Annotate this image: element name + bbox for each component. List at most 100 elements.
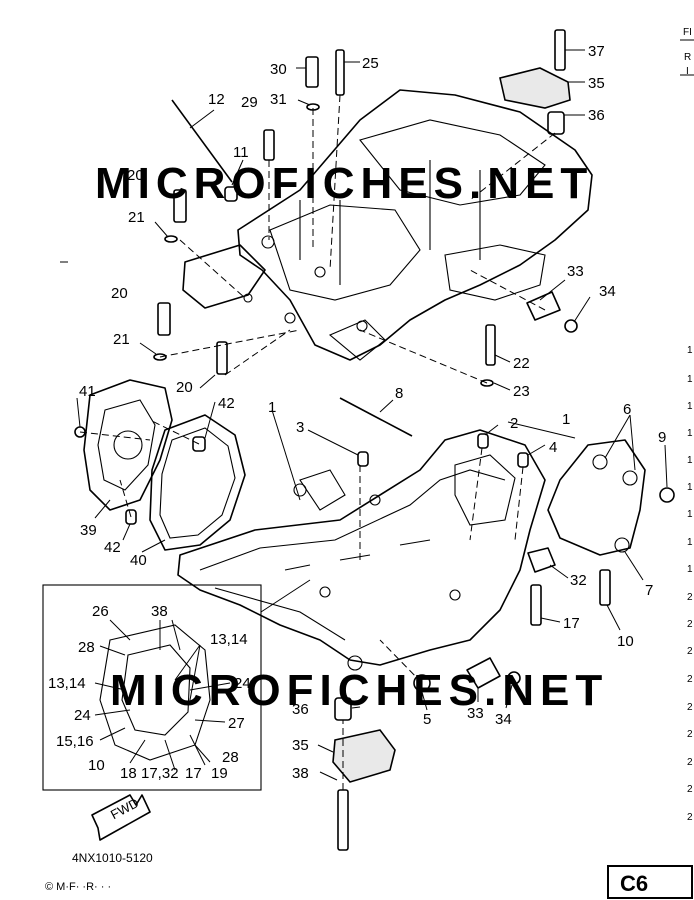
callout-28-b: 28 [222, 749, 239, 766]
callout-21-a: 21 [128, 209, 145, 226]
right-index: 2 [687, 646, 693, 657]
collar-top [547, 111, 565, 135]
side-cover [83, 379, 173, 511]
callout-24-a: 24 [234, 675, 251, 692]
right-header-2: I [686, 66, 689, 77]
callout-29: 29 [241, 94, 258, 111]
callout-1314-b: 13,14 [48, 675, 86, 692]
callout-26: 26 [92, 603, 109, 620]
callout-33-a: 33 [567, 263, 584, 280]
right-index: 1 [687, 482, 693, 493]
callout-19: 19 [211, 765, 228, 782]
right-index: 1 [687, 509, 693, 520]
callout-42-b: 42 [104, 539, 121, 556]
callout-40: 40 [130, 552, 147, 569]
callout-35: 35 [588, 75, 605, 92]
callout-4: 4 [549, 439, 557, 456]
right-index: 1 [687, 345, 693, 356]
callout-37: 37 [588, 43, 605, 60]
right-index: 2 [687, 619, 693, 630]
alignment-lines [79, 94, 556, 790]
leader-lines [76, 49, 668, 781]
callout-7: 7 [645, 582, 653, 599]
inset-detail [42, 261, 311, 791]
mount-cushion-top [499, 67, 571, 109]
callout-5: 5 [423, 711, 431, 728]
watermark-bottom: MICROFICHES.NET [110, 666, 608, 715]
callout-20-b: 20 [111, 285, 128, 302]
callout-3: 3 [296, 419, 304, 436]
callout-1-b: 1 [562, 411, 570, 428]
callout-28-a: 28 [78, 639, 95, 656]
callout-18: 18 [120, 765, 137, 782]
right-index: 1 [687, 455, 693, 466]
right-index: 2 [687, 784, 693, 795]
callout-10-inset: 10 [88, 757, 105, 774]
right-index: 2 [687, 757, 693, 768]
model-code: 4NX1010-5120 [72, 851, 153, 865]
callout-36: 36 [588, 107, 605, 124]
callout-2: 2 [510, 415, 518, 432]
callout-30: 30 [270, 61, 287, 78]
watermark-top: MICROFICHES.NET [95, 159, 593, 208]
callout-10: 10 [617, 633, 634, 650]
right-index: 1 [687, 564, 693, 575]
callout-41: 41 [79, 383, 96, 400]
callouts: 37 35 36 30 25 12 29 31 11 20 21 20 21 2… [48, 43, 666, 782]
fwd-label: FWD [108, 795, 141, 822]
callout-20-a: 20 [127, 167, 144, 184]
callout-11: 11 [233, 144, 249, 161]
callout-35-b: 35 [292, 737, 309, 754]
right-index: 1 [687, 374, 693, 385]
callout-1-a: 1 [268, 399, 276, 416]
callout-39: 39 [80, 522, 97, 539]
callout-17-inset: 17 [185, 765, 202, 782]
callout-34-b: 34 [495, 711, 512, 728]
mount-cushion-bottom [332, 729, 396, 783]
callout-1516: 15,16 [56, 733, 94, 750]
right-header-0: FI [683, 27, 692, 38]
bolts [74, 29, 675, 851]
callout-23: 23 [513, 383, 530, 400]
right-index: 2 [687, 674, 693, 685]
page-ref: C6 [620, 871, 648, 896]
callout-24-b: 24 [74, 707, 91, 724]
callout-8: 8 [395, 385, 403, 402]
callout-42-a: 42 [218, 395, 235, 412]
callout-21-b: 21 [113, 331, 130, 348]
callout-25: 25 [362, 55, 379, 72]
callout-9: 9 [658, 429, 666, 446]
engine-mount-bracket [547, 439, 646, 556]
callout-1732: 17,32 [141, 765, 179, 782]
callout-6: 6 [623, 401, 631, 418]
callout-1314-a: 13,14 [210, 631, 248, 648]
right-index: 1 [687, 428, 693, 439]
callout-36-b: 36 [292, 701, 309, 718]
right-index: 2 [687, 702, 693, 713]
lower-crankcase [177, 429, 546, 671]
cover-gasket [149, 414, 246, 551]
callout-34-a: 34 [599, 283, 616, 300]
callout-17: 17 [563, 615, 580, 632]
footer-stamp: © M·F· ·R· · · [45, 881, 111, 893]
upper-crankcase [182, 89, 593, 361]
callout-38-a: 38 [151, 603, 168, 620]
right-index: 1 [687, 401, 693, 412]
right-index: 2 [687, 592, 693, 603]
callout-27: 27 [228, 715, 245, 732]
right-header-1: R [684, 52, 691, 63]
right-index: 2 [687, 812, 693, 823]
fwd-arrow: FWD [91, 794, 151, 841]
callout-31: 31 [270, 91, 287, 108]
callout-20-c: 20 [176, 379, 193, 396]
right-edge-table: FI R I 1 1 1 1 1 1 1 1 1 2 2 2 2 2 2 2 2… [680, 27, 694, 823]
callout-32: 32 [570, 572, 587, 589]
right-index: 1 [687, 537, 693, 548]
callout-12: 12 [208, 91, 225, 108]
right-index: 2 [687, 729, 693, 740]
callout-33-b: 33 [467, 705, 484, 722]
page-ref-box: C6 [607, 865, 693, 899]
callout-22: 22 [513, 355, 530, 372]
callout-38-b: 38 [292, 765, 309, 782]
